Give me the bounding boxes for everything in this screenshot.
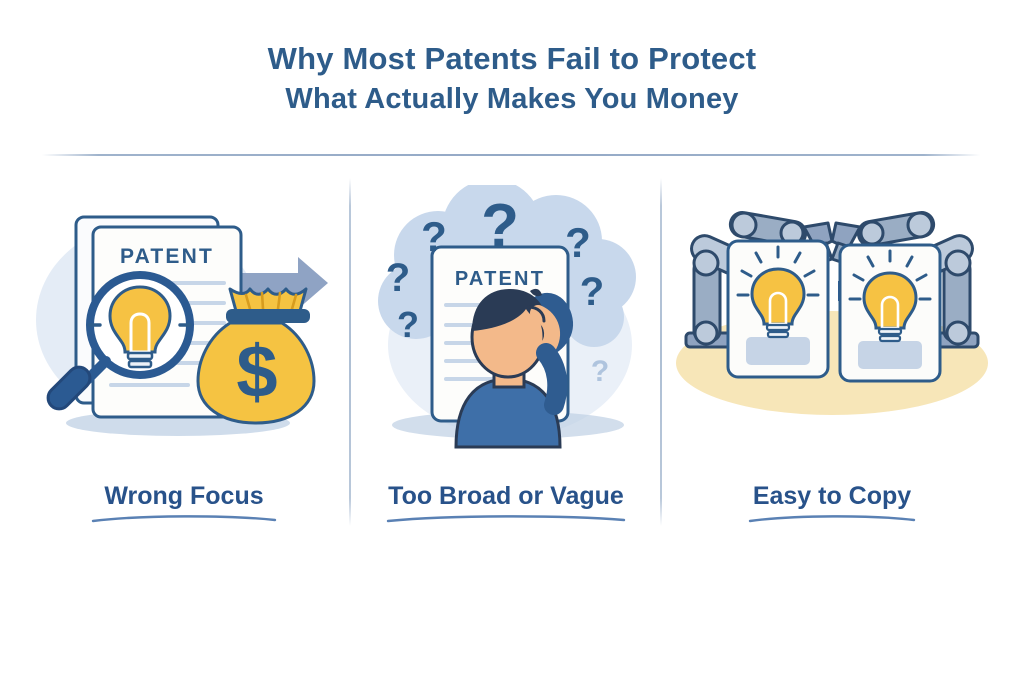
lightbulb-icon-left (736, 245, 820, 339)
dollar-sign-icon: $ (236, 330, 277, 413)
money-bag-icon: $ (196, 287, 316, 425)
caption-label: Wrong Focus (104, 482, 264, 510)
question-mark-group: ? ? ? ? ? ? ? (386, 192, 609, 388)
document-label: PATENT (120, 245, 214, 268)
question-mark-icon: ? (386, 256, 410, 300)
idea-card-left (726, 239, 830, 379)
page-title: Why Most Patents Fail to Protect What Ac… (0, 38, 1024, 120)
light-rays-right (848, 249, 932, 301)
caption-label: Easy to Copy (752, 482, 912, 510)
caption-underline-swoosh (386, 515, 626, 523)
title-divider-rule (42, 154, 980, 156)
question-mark-icon: ? (591, 355, 609, 388)
panel-too-broad-or-vague: PATENT ? ? ? ? ? ? (360, 185, 652, 485)
panel-wrong-focus: PATENT (28, 185, 340, 485)
caption-wrong-focus: Wrong Focus (28, 481, 340, 523)
question-mark-icon: ? (481, 192, 519, 261)
caption-label: Too Broad or Vague (388, 482, 624, 510)
illustration-too-broad-or-vague: PATENT ? ? ? ? ? ? (360, 185, 652, 455)
document-label: PATENT (455, 268, 545, 290)
light-rays-left (736, 245, 820, 297)
magnifying-glass-icon (46, 271, 194, 411)
magnifier-handle (46, 365, 92, 411)
column-divider-2 (660, 178, 662, 526)
panel-easy-to-copy (672, 185, 992, 485)
idea-card-right (838, 243, 942, 383)
question-mark-icon: ? (580, 270, 604, 314)
illustration-easy-to-copy (672, 185, 992, 455)
illustration-wrong-focus: PATENT (28, 185, 340, 455)
confused-person-icon (454, 288, 573, 449)
caption-underline-swoosh (748, 515, 916, 523)
lightbulb-icon-right (848, 249, 932, 343)
title-line-1: Why Most Patents Fail to Protect (267, 41, 757, 76)
caption-too-broad-or-vague: Too Broad or Vague (360, 481, 652, 523)
lightbulb-icon (88, 285, 192, 369)
caption-easy-to-copy: Easy to Copy (672, 481, 992, 523)
caption-underline-swoosh (91, 515, 277, 523)
column-divider-1 (349, 178, 351, 526)
question-mark-icon: ? (421, 213, 447, 260)
question-mark-icon: ? (397, 304, 419, 345)
title-line-2: What Actually Makes You Money (285, 83, 739, 115)
question-mark-icon: ? (565, 219, 591, 266)
